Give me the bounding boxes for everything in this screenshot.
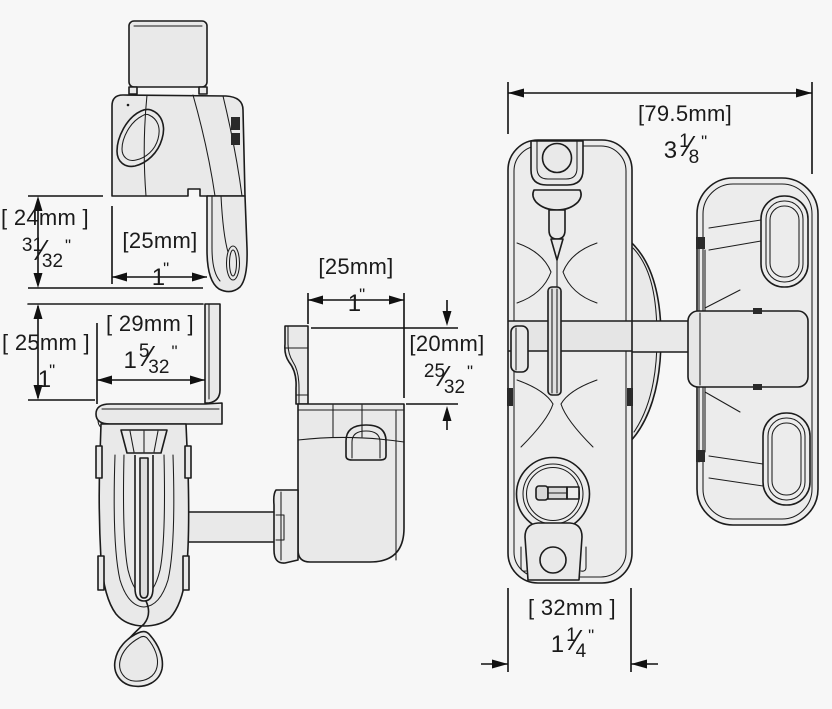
side-view-keeper bbox=[272, 325, 405, 564]
metric-value: [ 29mm ] bbox=[106, 311, 194, 336]
metric-value: [25mm] bbox=[318, 254, 394, 279]
bracket-leg bbox=[204, 303, 221, 404]
keeper-body-side bbox=[297, 403, 405, 563]
bolt-connector-block bbox=[687, 310, 809, 388]
metric-value: [ 32mm ] bbox=[528, 595, 616, 620]
metric-value: [ 25mm ] bbox=[2, 330, 90, 355]
metric-value: [ 24mm ] bbox=[1, 205, 89, 230]
imperial-value: 1" bbox=[151, 258, 169, 291]
imperial-value: 1" bbox=[37, 360, 55, 393]
top-screw-hole bbox=[541, 142, 573, 174]
metric-value: [79.5mm] bbox=[637, 101, 733, 126]
dimension-label-20mm: [20mm] 25⁄32" bbox=[400, 331, 494, 400]
assembled-view bbox=[507, 139, 819, 584]
dimension-label-24mm: [ 24mm ] 31⁄32" bbox=[0, 205, 90, 274]
imperial-value: 25⁄32" bbox=[423, 360, 473, 398]
imperial-value: 1" bbox=[347, 284, 365, 317]
bottom-screw-hole bbox=[539, 546, 567, 574]
keeper-catch-wedge bbox=[272, 489, 299, 564]
dimension-lines bbox=[28, 82, 813, 672]
handle-tab bbox=[128, 20, 208, 88]
thumb-recess bbox=[116, 108, 165, 168]
dimension-label-25mm-left: [ 25mm ] 1" bbox=[2, 330, 90, 399]
metric-value: [20mm] bbox=[409, 331, 485, 356]
side-view-latch bbox=[27, 303, 279, 688]
handle-hook bbox=[206, 195, 248, 293]
imperial-value: 31⁄32" bbox=[21, 234, 71, 272]
keeper-slot-top bbox=[760, 195, 809, 288]
pull-teardrop bbox=[113, 630, 164, 688]
dimension-label-25mm-middle: [25mm] 1" bbox=[312, 254, 400, 323]
metric-value: [25mm] bbox=[122, 228, 198, 253]
bracket-plate bbox=[95, 402, 223, 425]
front-view-latch-handle bbox=[111, 20, 248, 293]
spindle-rod bbox=[547, 286, 562, 396]
dimension-label-25mm-top: [25mm] 1" bbox=[117, 228, 203, 297]
keeper-lip bbox=[284, 325, 309, 405]
latch-front bbox=[507, 139, 633, 584]
keeper-slot-bottom bbox=[762, 412, 811, 506]
handle-body bbox=[111, 94, 246, 197]
